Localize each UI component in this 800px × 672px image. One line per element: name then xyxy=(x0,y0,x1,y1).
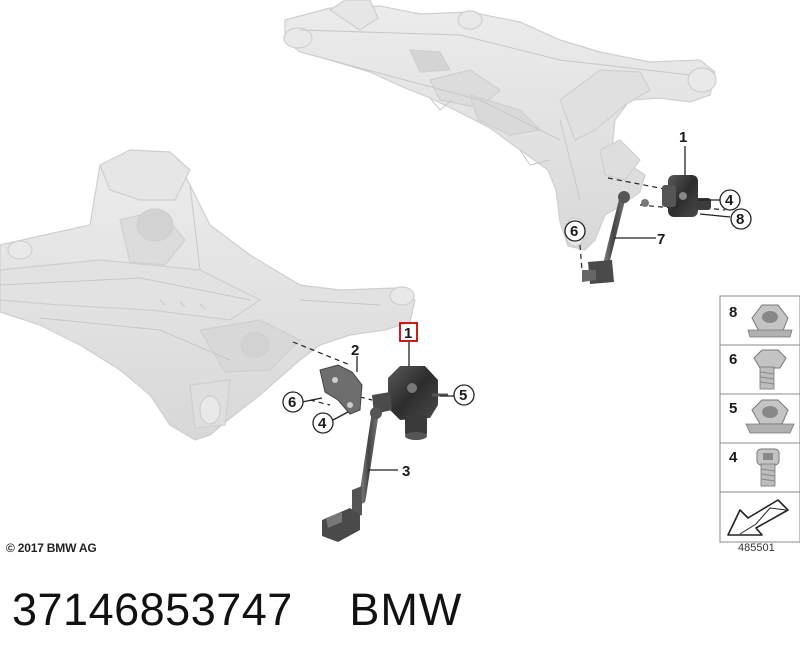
callout-rear-6-circle xyxy=(564,220,586,242)
front-subframe-details xyxy=(0,184,381,361)
front-dash-lines xyxy=(292,341,373,406)
collar-nut-icon xyxy=(745,399,795,434)
callout-front-2: 2 xyxy=(351,342,359,359)
callout-rear-4: 4 xyxy=(725,192,734,209)
rear-linkage-rod xyxy=(582,191,649,284)
callout-front-4-circle xyxy=(312,412,334,434)
diagram-id: 485501 xyxy=(738,542,775,554)
rear-subframe xyxy=(283,0,717,251)
callout-rear-1: 1 xyxy=(679,129,687,146)
socket-screw-icon xyxy=(756,448,780,487)
callout-rear-4-circle xyxy=(719,189,741,211)
legend-label-8: 8 xyxy=(729,304,737,321)
callout-rear-8: 8 xyxy=(736,211,744,228)
brand-name: BMW xyxy=(349,584,463,635)
callout-rear-6: 6 xyxy=(570,223,578,240)
flange-nut-icon xyxy=(747,304,793,338)
hardware-legend: 8 6 5 4 xyxy=(719,295,800,543)
legend-label-6: 6 xyxy=(729,351,737,368)
legend-label-5: 5 xyxy=(729,400,737,417)
pointer-arrow-icon xyxy=(727,499,789,536)
callout-rear-7: 7 xyxy=(657,231,665,248)
part-number: 37146853747 xyxy=(12,584,293,635)
copyright-notice: © 2017 BMW AG xyxy=(6,541,97,555)
rear-leaders xyxy=(614,146,731,239)
front-callouts: 1 2 6 4 5 3 xyxy=(282,322,475,480)
callout-front-3: 3 xyxy=(402,463,410,480)
front-bracket xyxy=(319,364,363,415)
rear-height-sensor xyxy=(662,175,711,217)
callout-front-1: 1 xyxy=(404,325,412,342)
callout-front-1-highlight xyxy=(399,322,418,342)
parts-diagram: 1 4 8 6 7 xyxy=(0,0,800,543)
front-leaders xyxy=(301,342,455,471)
front-linkage-rod xyxy=(322,407,382,542)
legend-label-4: 4 xyxy=(729,449,738,466)
rear-subframe-details xyxy=(299,29,691,201)
callout-front-5-circle xyxy=(453,384,475,406)
part-caption: 37146853747 BMW xyxy=(12,584,462,654)
callout-front-4: 4 xyxy=(318,415,327,432)
callout-front-6: 6 xyxy=(288,394,296,411)
callout-front-6-circle xyxy=(282,391,304,413)
callout-front-5: 5 xyxy=(459,387,467,404)
callout-rear-8-circle xyxy=(730,208,752,230)
front-subframe xyxy=(0,149,416,441)
front-height-sensor xyxy=(372,366,448,440)
rear-callouts: 1 4 8 6 7 xyxy=(564,129,752,248)
hex-bolt-icon xyxy=(753,349,787,390)
